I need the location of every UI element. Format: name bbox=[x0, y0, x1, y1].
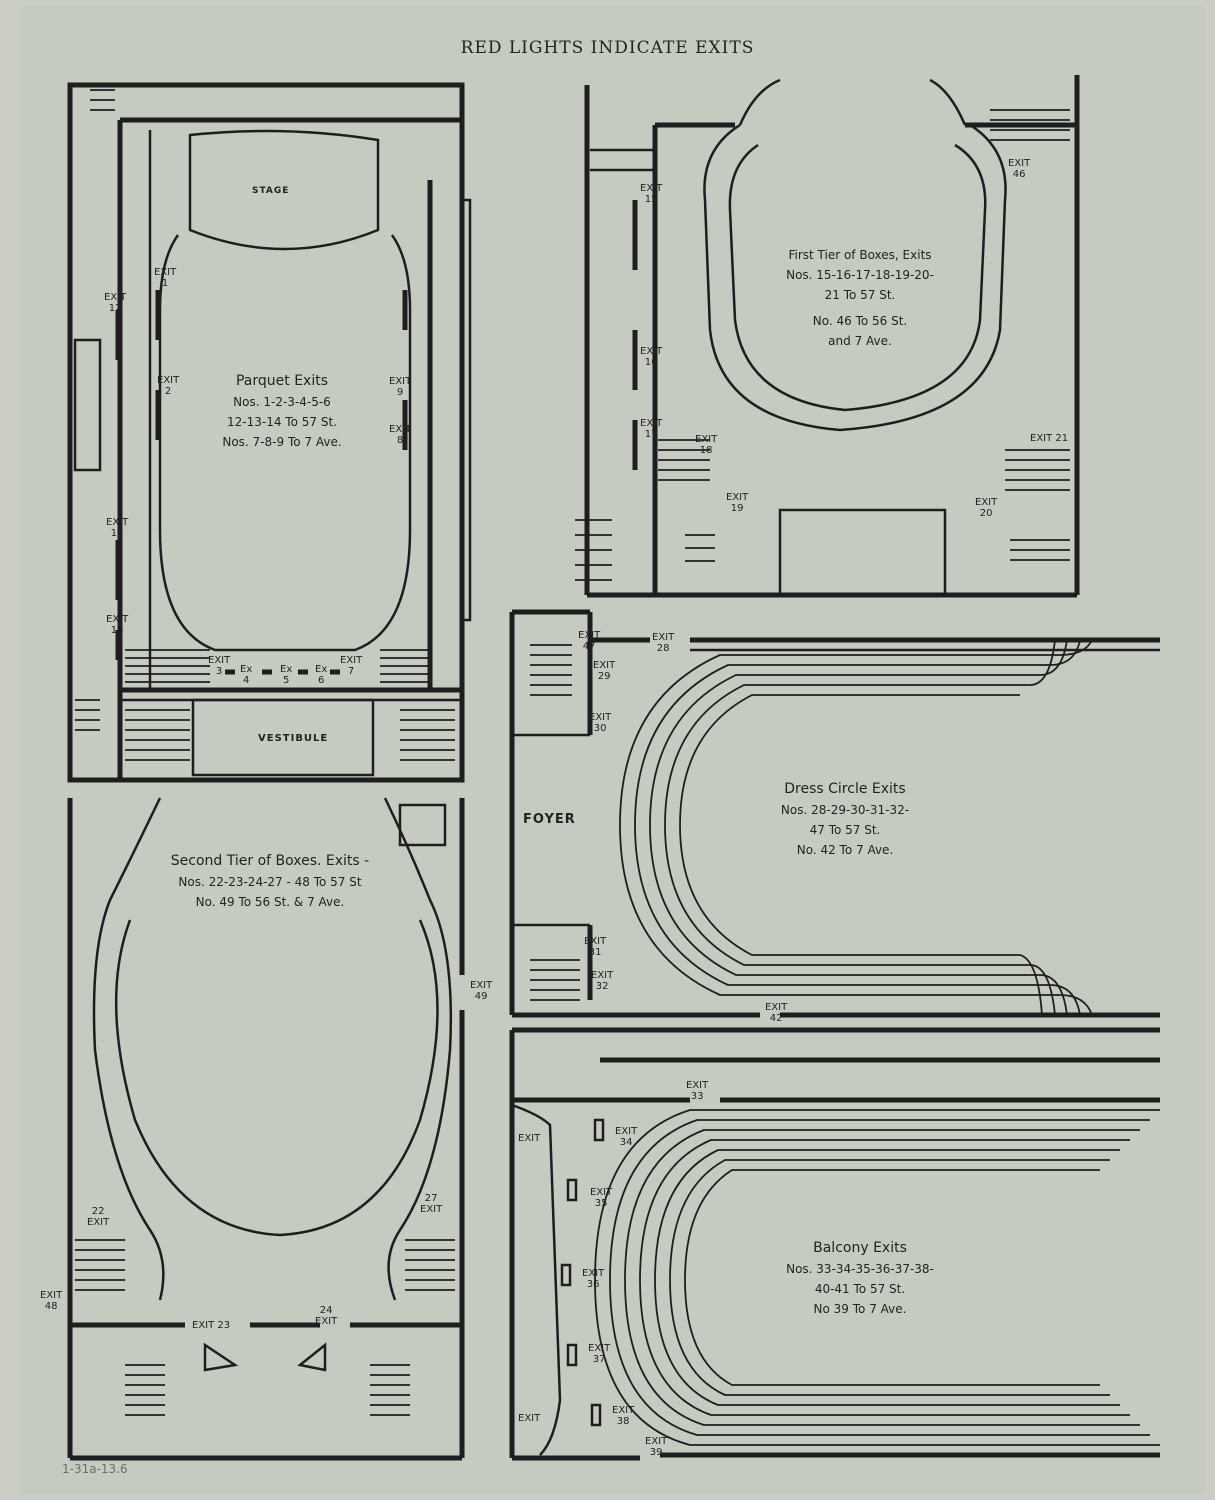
exit-balcony-left-bottom-label: EXIT bbox=[518, 1413, 541, 1424]
stage-label: STAGE bbox=[252, 186, 290, 196]
second-tier-line-1: Nos. 22-23-24-27 - 48 To 57 St bbox=[178, 875, 362, 889]
first-tier-caption: First Tier of Boxes, Exits Nos. 15-16-17… bbox=[760, 245, 960, 351]
dress-circle-caption: Dress Circle Exits Nos. 28-29-30-31-32- … bbox=[745, 778, 945, 860]
dress-circle-line-1: Nos. 28-29-30-31-32- bbox=[780, 803, 910, 817]
balcony-line-1: Nos. 33-34-35-36-37-38- bbox=[786, 1262, 934, 1276]
first-tier-plan bbox=[575, 75, 1080, 598]
foyer-label: FOYER bbox=[523, 812, 576, 827]
dress-circle-line-3: No. 42 To 7 Ave. bbox=[796, 843, 894, 857]
second-tier-heading: Second Tier of Boxes. Exits - bbox=[170, 853, 370, 869]
first-tier-line-2: 21 To 57 St. bbox=[824, 288, 896, 302]
vestibule-box bbox=[191, 698, 375, 777]
first-tier-heading: First Tier of Boxes, Exits bbox=[788, 248, 932, 262]
first-tier-line-4: and 7 Ave. bbox=[828, 334, 892, 348]
balcony-line-3: No 39 To 7 Ave. bbox=[813, 1302, 907, 1316]
parquet-line-2: 12-13-14 To 57 St. bbox=[227, 415, 337, 429]
second-tier-caption: Second Tier of Boxes. Exits - Nos. 22-23… bbox=[135, 850, 405, 912]
parquet-line-3: Nos. 7-8-9 To 7 Ave. bbox=[222, 435, 342, 449]
handwritten-note: 1-31a-13.6 bbox=[62, 1462, 128, 1476]
parquet-plan bbox=[67, 82, 472, 783]
second-tier-left-wall bbox=[92, 797, 165, 1301]
balcony-plan bbox=[509, 1027, 1160, 1461]
balcony-heading: Balcony Exits bbox=[813, 1240, 907, 1256]
parquet-caption: Parquet Exits Nos. 1-2-3-4-5-6 12-13-14 … bbox=[182, 370, 382, 452]
dress-circle-rows bbox=[619, 639, 1093, 1016]
parquet-line-1: Nos. 1-2-3-4-5-6 bbox=[233, 395, 331, 409]
second-tier-plan bbox=[67, 797, 465, 1461]
balcony-line-2: 40-41 To 57 St. bbox=[814, 1282, 906, 1296]
balcony-caption: Balcony Exits Nos. 33-34-35-36-37-38- 40… bbox=[745, 1237, 975, 1319]
stage-outline bbox=[188, 129, 380, 251]
dress-circle-line-2: 47 To 57 St. bbox=[809, 823, 881, 837]
balcony-rows bbox=[594, 1109, 1160, 1446]
first-tier-line-1: Nos. 15-16-17-18-19-20- bbox=[786, 268, 934, 282]
dress-circle-heading: Dress Circle Exits bbox=[784, 781, 906, 797]
page-title: RED LIGHTS INDICATE EXITS bbox=[460, 38, 755, 58]
parquet-heading: Parquet Exits bbox=[235, 373, 329, 389]
dress-circle-plan bbox=[509, 609, 1160, 1018]
first-tier-horseshoe bbox=[703, 123, 1007, 432]
exit-23-label: EXIT 23 bbox=[192, 1320, 231, 1331]
exit-balcony-left-top-label: EXIT bbox=[518, 1133, 541, 1144]
stairs bbox=[75, 89, 455, 761]
first-tier-box bbox=[778, 508, 947, 597]
first-tier-line-3: No. 46 To 56 St. bbox=[812, 314, 908, 328]
second-tier-line-2: No. 49 To 56 St. & 7 Ave. bbox=[195, 895, 345, 909]
vestibule-label: VESTIBULE bbox=[258, 733, 329, 744]
exit-21-label: EXIT 21 bbox=[1030, 433, 1069, 444]
second-tier-horseshoe bbox=[114, 919, 439, 1237]
